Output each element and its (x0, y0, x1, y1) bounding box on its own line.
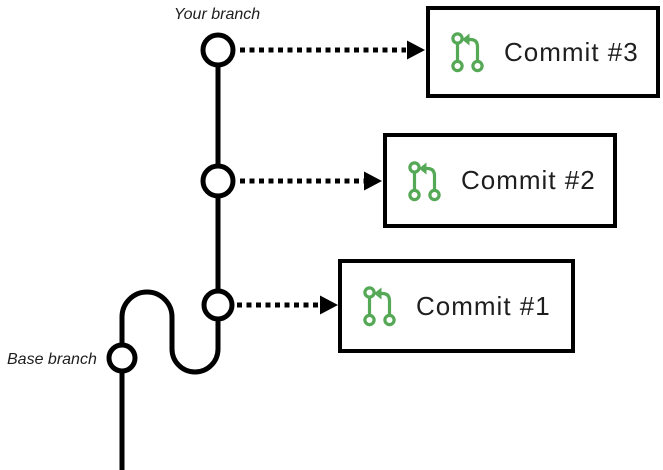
commit-card-label: Commit #1 (416, 290, 551, 321)
git-pull-request-icon (363, 286, 396, 327)
commit-node-1 (201, 288, 235, 322)
branch-line (119, 50, 221, 470)
arrowhead-icon (407, 40, 425, 60)
base-branch-node (106, 342, 138, 374)
git-pull-request-icon (451, 32, 484, 73)
commit-card-label: Commit #2 (461, 165, 596, 195)
arrowhead-icon (320, 295, 338, 315)
commit-card-2: Commit #2 (383, 133, 617, 228)
commit-node-3 (200, 32, 236, 68)
arrowhead-icon (364, 171, 382, 191)
commit-card-1: Commit #1 (338, 259, 575, 353)
commit-node-2 (200, 163, 236, 199)
git-pull-request-icon (408, 160, 441, 201)
commit-card-label: Commit #3 (504, 36, 639, 67)
arrow-commit-3 (240, 40, 425, 60)
your-branch-label: Your branch (173, 6, 261, 23)
arrow-commit-1 (237, 295, 338, 315)
base-branch-label: Base branch (7, 351, 97, 368)
commit-card-3: Commit #3 (426, 6, 660, 98)
arrow-commit-2 (240, 171, 382, 191)
